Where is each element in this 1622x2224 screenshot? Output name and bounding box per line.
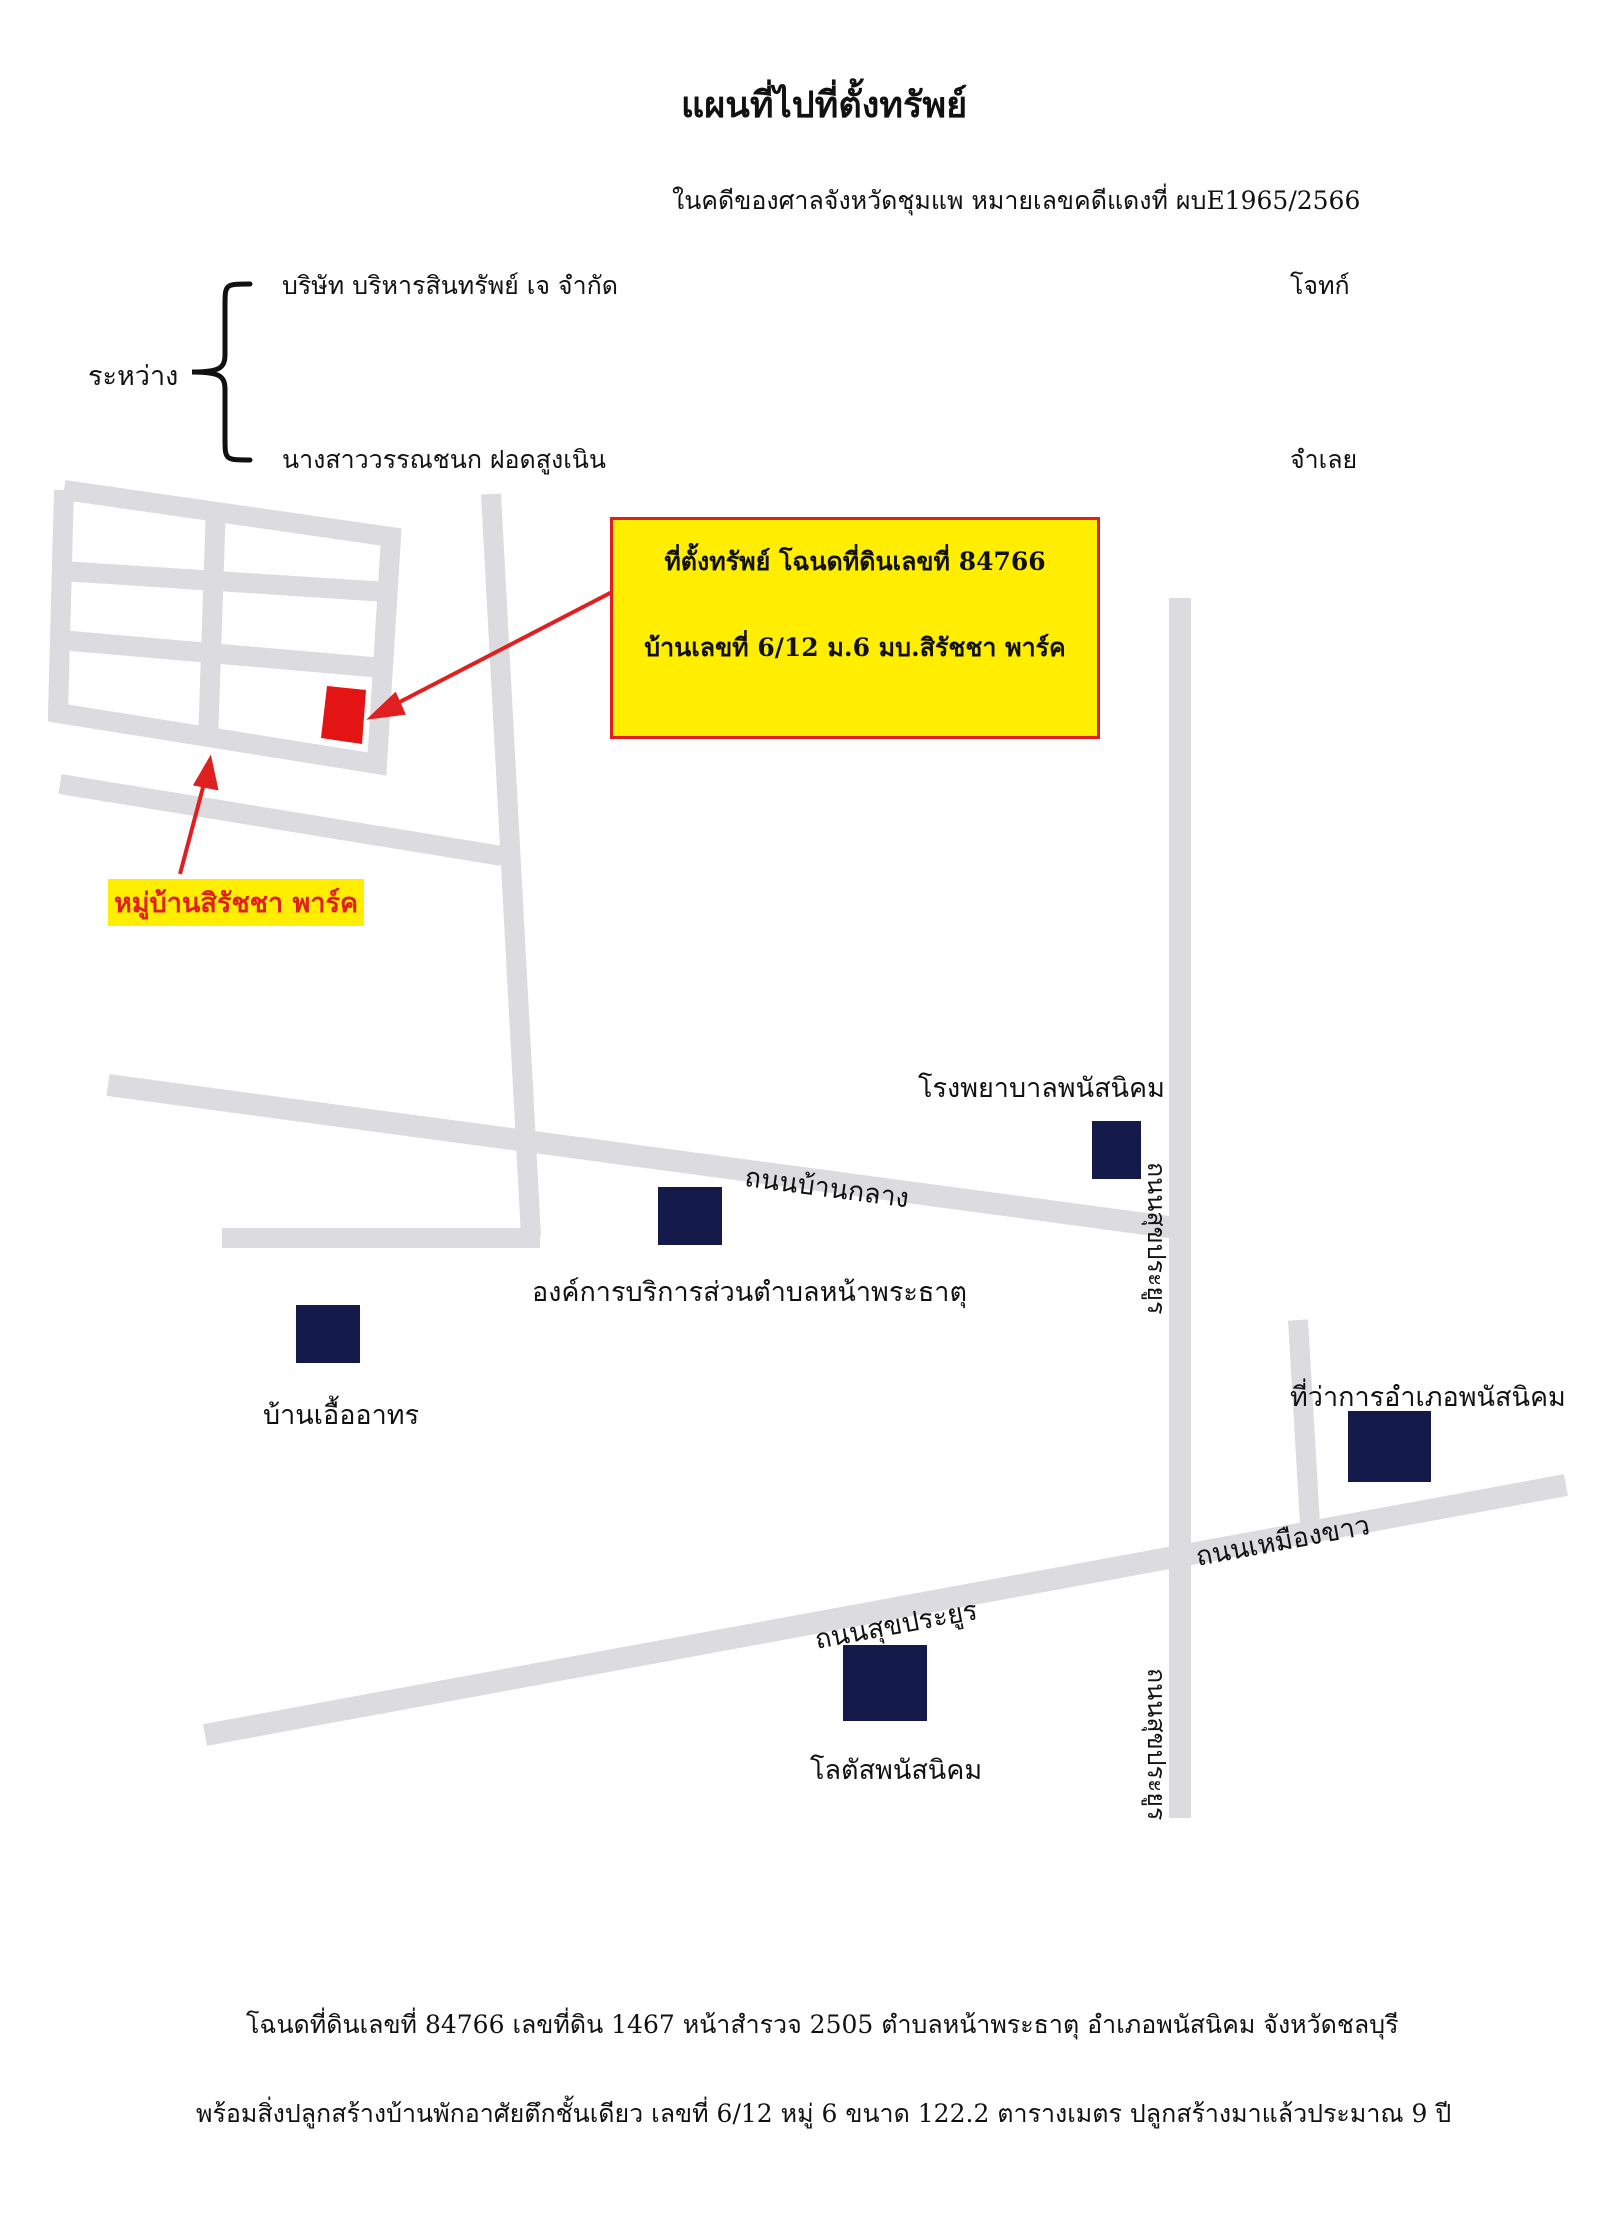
village-main-road bbox=[481, 493, 541, 1237]
lotus-building bbox=[843, 1645, 927, 1721]
suk-prayoon-upper-label: ถนนสุขประยูร bbox=[1142, 1162, 1171, 1315]
plaintiff-role: โจทก์ bbox=[1290, 271, 1350, 300]
lotus-label: โลตัสพนัสนิคม bbox=[810, 1755, 983, 1786]
baan-eua-arthorn-building bbox=[296, 1305, 360, 1363]
callout-line2: บ้านเลขที่ 6/12 ม.6 มบ.สิรัชชา พาร์ค bbox=[644, 633, 1066, 662]
property-marker bbox=[321, 686, 366, 744]
brace-icon bbox=[191, 281, 253, 463]
village-label: หมู่บ้านสิรัชชา พาร์ค bbox=[108, 879, 365, 926]
hospital-building bbox=[1092, 1121, 1141, 1179]
baan-eua-arthorn-label: บ้านเอื้ออาทร bbox=[263, 1400, 420, 1431]
district-office-building bbox=[1348, 1411, 1431, 1482]
village-arrow-head bbox=[192, 754, 219, 791]
property-arrow-head bbox=[366, 691, 406, 720]
between-label: ระหว่าง bbox=[88, 361, 179, 392]
muang-khao-road bbox=[203, 1474, 1568, 1746]
ban-klang-road bbox=[106, 1074, 1178, 1239]
footer-line2: พร้อมสิ่งปลูกสร้างบ้านพักอาศัยตึกชั้นเดี… bbox=[196, 2099, 1452, 2128]
arrows bbox=[178, 590, 613, 875]
defendant-name: นางสาววรรณชนก ฝอดสูงเนิน bbox=[282, 445, 606, 474]
tambon-office-label: องค์การบริการส่วนตำบลหน้าพระธาตุ bbox=[532, 1277, 967, 1308]
property-arrow bbox=[389, 590, 613, 709]
case-line: ในคดีของศาลจังหวัดชุมแพ หมายเลขคดีแดงที่… bbox=[672, 186, 1361, 215]
roads bbox=[47, 480, 1568, 1818]
plaintiff-name: บริษัท บริหารสินทรัพย์ เจ จำกัด bbox=[282, 271, 618, 300]
callout-line1: ที่ตั้งทรัพย์ โฉนดที่ดินเลขที่ 84766 bbox=[664, 547, 1046, 576]
village-grid bbox=[47, 480, 402, 776]
village-exit-road bbox=[58, 774, 504, 866]
footer-line1: โฉนดที่ดินเลขที่ 84766 เลขที่ดิน 1467 หน… bbox=[246, 2010, 1399, 2039]
tambon-office-building bbox=[658, 1187, 722, 1245]
property-callout: ที่ตั้งทรัพย์ โฉนดที่ดินเลขที่ 84766 บ้า… bbox=[610, 517, 1100, 739]
hospital-label: โรงพยาบาลพนัสนิคม bbox=[918, 1073, 1165, 1104]
district-office-label: ที่ว่าการอำเภอพนัสนิคม bbox=[1290, 1382, 1566, 1413]
suk-prayoon-lower-label: ถนนสุขประยูร bbox=[1142, 1668, 1171, 1821]
defendant-role: จำเลย bbox=[1290, 445, 1358, 474]
village-arrow bbox=[178, 775, 208, 875]
district-office-road bbox=[1288, 1319, 1320, 1525]
page-title: แผนที่ไปที่ตั้งทรัพย์ bbox=[681, 84, 968, 126]
